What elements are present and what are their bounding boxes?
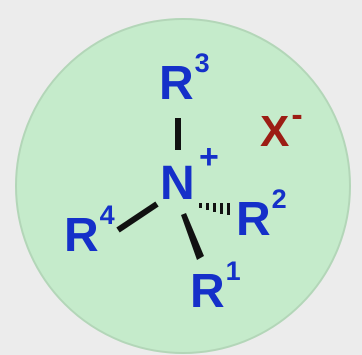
substituent-r4: R4	[64, 200, 115, 262]
counterion: X-	[260, 98, 303, 156]
substituent-r1-index: 1	[225, 256, 241, 286]
bond-n-r2-hashed	[199, 203, 230, 215]
substituent-r3: R3	[159, 48, 210, 110]
central-atom-charge: +	[199, 138, 219, 176]
counterion-charge: -	[291, 96, 303, 134]
counterion-symbol: X	[260, 107, 290, 156]
substituent-r1: R1	[190, 256, 241, 318]
background-circle	[15, 18, 351, 354]
substituent-r4-index: 4	[99, 200, 115, 230]
substituent-r2-index: 2	[271, 184, 287, 214]
bond-n-r4	[116, 201, 159, 233]
substituent-r2: R2	[236, 184, 287, 246]
substituent-r3-index: 3	[194, 48, 210, 78]
bond-n-r1-wedge	[181, 213, 204, 260]
central-atom: N	[160, 157, 195, 210]
